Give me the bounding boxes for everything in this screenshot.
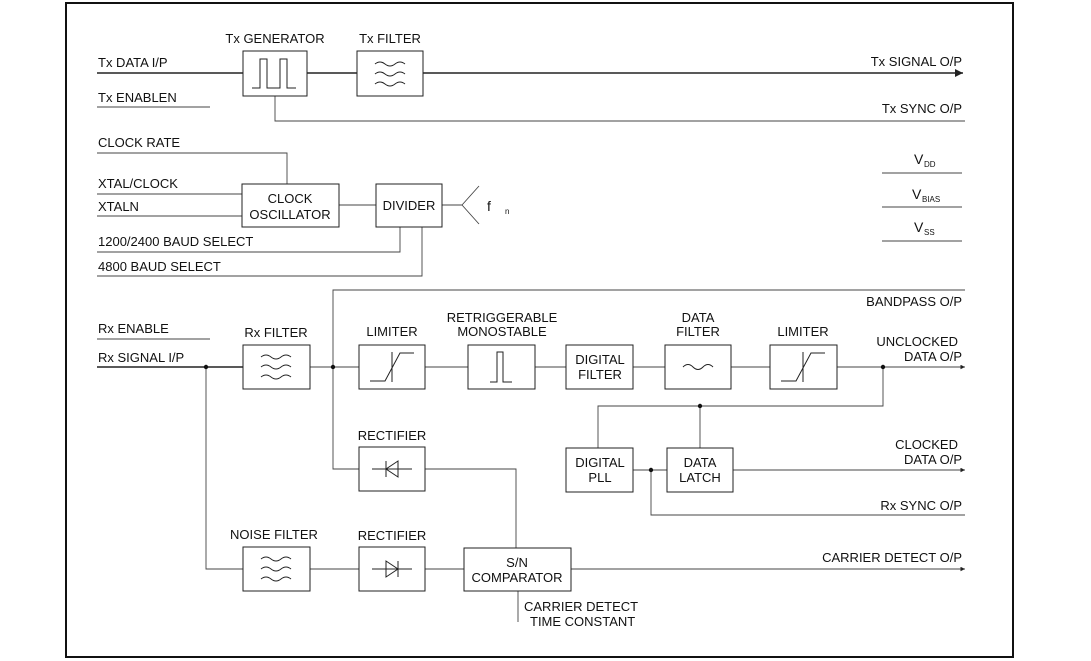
digital-pll-label-1: DIGITAL: [575, 455, 625, 470]
limiter-1-label: LIMITER: [366, 324, 417, 339]
vbias-subscript: BIAS: [922, 195, 940, 204]
diagram-frame: [65, 2, 1014, 658]
rx-filter-block: [242, 344, 311, 390]
wires: [97, 69, 965, 622]
divider-block: DIVIDER: [375, 183, 443, 228]
clock-rate-input-label: CLOCK RATE: [98, 135, 180, 150]
sn-comparator-block: S/N COMPARATOR: [463, 547, 572, 592]
rectifier-1-label: RECTIFIER: [358, 428, 427, 443]
digital-filter-label-1: DIGITAL: [575, 352, 625, 367]
clock-oscillator-block: CLOCK OSCILLATOR: [241, 183, 340, 228]
carrier-detect-output-label: CARRIER DETECT O/P: [822, 550, 962, 565]
vbias-label: V: [912, 186, 922, 202]
data-filter-label-2: FILTER: [676, 324, 720, 339]
retriggerable-label-2: MONOSTABLE: [457, 324, 547, 339]
tx-data-input-label: Tx DATA I/P: [98, 55, 168, 70]
digital-pll-label-2: PLL: [588, 470, 611, 485]
divider-label: DIVIDER: [383, 198, 436, 213]
xtal-clock-input-label: XTAL/CLOCK: [98, 176, 178, 191]
rx-enable-input-label: Rx ENABLE: [98, 321, 169, 336]
carrier-detect-time-label-1: CARRIER DETECT: [524, 599, 638, 614]
vdd-subscript: DD: [924, 160, 936, 169]
rectifier-2-label: RECTIFIER: [358, 528, 427, 543]
unclocked-output-label-1: UNCLOCKED: [876, 334, 958, 349]
data-filter-label-1: DATA: [682, 310, 715, 325]
rx-filter-label: Rx FILTER: [244, 325, 307, 340]
limiter-2-block: [769, 344, 838, 390]
vss-label: V: [914, 219, 924, 235]
clocked-output-label-2: DATA O/P: [904, 452, 962, 467]
baud-4800-label: 4800 BAUD SELECT: [98, 259, 221, 274]
tx-sync-output-label: Tx SYNC O/P: [882, 101, 962, 116]
clock-oscillator-label-1: CLOCK: [268, 191, 313, 206]
rectifier-1-block: [358, 446, 426, 492]
data-latch-label-1: DATA: [684, 455, 717, 470]
tx-filter-label: Tx FILTER: [359, 31, 421, 46]
fn-subscript: n: [505, 207, 509, 216]
vss-subscript: SS: [924, 228, 935, 237]
retriggerable-monostable-block: [467, 344, 536, 390]
fn-label: f: [487, 198, 491, 214]
rx-signal-input-label: Rx SIGNAL I/P: [98, 350, 184, 365]
tx-generator-block: [242, 50, 308, 97]
clock-oscillator-label-2: OSCILLATOR: [249, 207, 330, 222]
tx-enable-input-label: Tx ENABLEN: [98, 90, 177, 105]
sn-comparator-label-1: S/N: [506, 555, 528, 570]
xtaln-input-label: XTALN: [98, 199, 139, 214]
noise-filter-label: NOISE FILTER: [230, 527, 318, 542]
bandpass-output-label: BANDPASS O/P: [866, 294, 962, 309]
data-latch-block: DATA LATCH: [666, 447, 734, 493]
carrier-detect-time-label-2: TIME CONSTANT: [530, 614, 635, 629]
digital-filter-block: DIGITAL FILTER: [565, 344, 634, 390]
vdd-label: V: [914, 151, 924, 167]
retriggerable-label-1: RETRIGGERABLE: [447, 310, 558, 325]
unclocked-output-label-2: DATA O/P: [904, 349, 962, 364]
baud-1200-2400-label: 1200/2400 BAUD SELECT: [98, 234, 253, 249]
digital-filter-label-2: FILTER: [578, 367, 622, 382]
tx-filter-block: [356, 50, 424, 97]
clocked-output-label-1: CLOCKED: [895, 437, 958, 452]
limiter-2-label: LIMITER: [777, 324, 828, 339]
sn-comparator-label-2: COMPARATOR: [471, 570, 562, 585]
tx-signal-output-label: Tx SIGNAL O/P: [871, 54, 962, 69]
data-filter-block: [664, 344, 732, 390]
limiter-1-block: [358, 344, 426, 390]
rectifier-2-block: [358, 546, 426, 592]
data-latch-label-2: LATCH: [679, 470, 721, 485]
rx-sync-output-label: Rx SYNC O/P: [880, 498, 962, 513]
noise-filter-block: [242, 546, 311, 592]
tx-generator-label: Tx GENERATOR: [225, 31, 324, 46]
digital-pll-block: DIGITAL PLL: [565, 447, 634, 493]
